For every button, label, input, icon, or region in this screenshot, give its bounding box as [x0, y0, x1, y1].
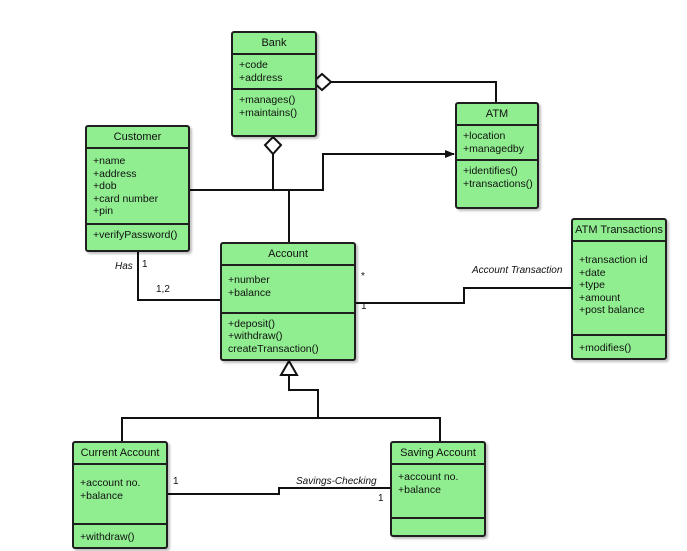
- attribute: +date: [579, 266, 606, 279]
- operation: +withdraw(): [80, 530, 135, 543]
- class-current-account[interactable]: Current Account +account no. +balance +w…: [72, 441, 168, 549]
- class-name: Current Account: [74, 443, 166, 465]
- attribute: +balance: [398, 483, 441, 496]
- class-bank[interactable]: Bank +code +address +manages() +maintain…: [231, 31, 317, 137]
- multiplicity-label: 1: [378, 493, 384, 504]
- attribute: +card number: [93, 192, 159, 205]
- account-atm-transactions-line: [355, 287, 572, 304]
- class-name: Saving Account: [392, 443, 484, 465]
- operations-compartment: +modifies(): [573, 336, 665, 359]
- class-name: Account: [222, 244, 354, 266]
- attribute: +address: [93, 167, 137, 180]
- has-label: Has: [115, 261, 133, 272]
- class-atm-transactions[interactable]: ATM Transactions +transaction id +date +…: [571, 218, 667, 360]
- attribute: +balance: [228, 286, 271, 299]
- operation: +identifies(): [463, 165, 518, 177]
- attribute: +amount: [579, 291, 621, 304]
- class-name: Bank: [233, 33, 315, 55]
- operation: +manages(): [239, 94, 296, 106]
- generalization-triangle-icon: [279, 358, 299, 376]
- customer-account-line: [137, 252, 221, 301]
- attribute: +account no.: [80, 477, 141, 489]
- attribute: +transaction id: [579, 254, 648, 266]
- operation: +transactions(): [463, 177, 533, 190]
- class-customer[interactable]: Customer +name +address +dob +card numbe…: [85, 125, 190, 252]
- operation: +maintains(): [239, 106, 298, 119]
- operations-compartment: +identifies() +transactions(): [457, 161, 537, 207]
- attribute: +pin: [93, 205, 114, 217]
- multiplicity-label: 1: [142, 259, 148, 270]
- class-account[interactable]: Account +number +balance +deposit() +wit…: [220, 242, 356, 361]
- operation: +deposit(): [228, 317, 275, 330]
- class-saving-account[interactable]: Saving Account +account no. +balance: [390, 441, 486, 537]
- operation: +modifies(): [579, 341, 632, 354]
- attribute: +number: [228, 274, 270, 286]
- class-name: ATM: [457, 104, 537, 126]
- operations-compartment: +deposit() +withdraw() createTransaction…: [222, 314, 354, 360]
- operation: +withdraw(): [228, 330, 283, 342]
- attribute: +type: [579, 279, 605, 291]
- class-name: Customer: [87, 127, 188, 149]
- attribute: +managedby: [463, 142, 525, 155]
- attributes-compartment: +number +balance: [222, 266, 354, 314]
- account-transaction-label: Account Transaction: [472, 265, 563, 276]
- savings-checking-label: Savings-Checking: [296, 476, 377, 487]
- operations-compartment: +withdraw(): [74, 525, 166, 548]
- attributes-compartment: +name +address +dob +card number +pin: [87, 149, 188, 225]
- aggregation-diamond-icon: [311, 72, 333, 92]
- attribute: +account no.: [398, 471, 459, 483]
- attribute: +address: [239, 71, 283, 84]
- operation: +verifyPassword(): [93, 229, 178, 241]
- attribute: +location: [463, 130, 506, 142]
- class-atm[interactable]: ATM +location +managedby +identifies() +…: [455, 102, 539, 209]
- bank-account-aggregation-line: [272, 154, 290, 244]
- operation: createTransaction(): [228, 342, 319, 355]
- operations-compartment: [392, 519, 484, 535]
- multiplicity-label: 1,2: [156, 284, 170, 295]
- bank-atm-aggregation-line: [331, 81, 497, 104]
- savings-checking-line: [166, 487, 390, 495]
- attributes-compartment: +location +managedby: [457, 126, 537, 161]
- generalization-line: [318, 417, 441, 442]
- attribute: +name: [93, 155, 126, 167]
- class-name: ATM Transactions: [573, 220, 665, 242]
- attributes-compartment: +transaction id +date +type +amount +pos…: [573, 242, 665, 336]
- attribute: +dob: [93, 180, 117, 192]
- attribute: +post balance: [579, 304, 645, 316]
- multiplicity-label: 1: [361, 301, 367, 312]
- attribute: +code: [239, 59, 268, 71]
- attributes-compartment: +account no. +balance: [74, 465, 166, 525]
- multiplicity-label: *: [361, 271, 365, 282]
- multiplicity-label: 1: [173, 476, 179, 487]
- attributes-compartment: +account no. +balance: [392, 465, 484, 519]
- generalization-line: [121, 375, 319, 442]
- customer-atm-line: [188, 150, 455, 191]
- attribute: +balance: [80, 489, 123, 502]
- aggregation-diamond-icon: [263, 135, 283, 156]
- operations-compartment: +verifyPassword(): [87, 225, 188, 250]
- attributes-compartment: +code +address: [233, 55, 315, 90]
- operations-compartment: +manages() +maintains(): [233, 90, 315, 135]
